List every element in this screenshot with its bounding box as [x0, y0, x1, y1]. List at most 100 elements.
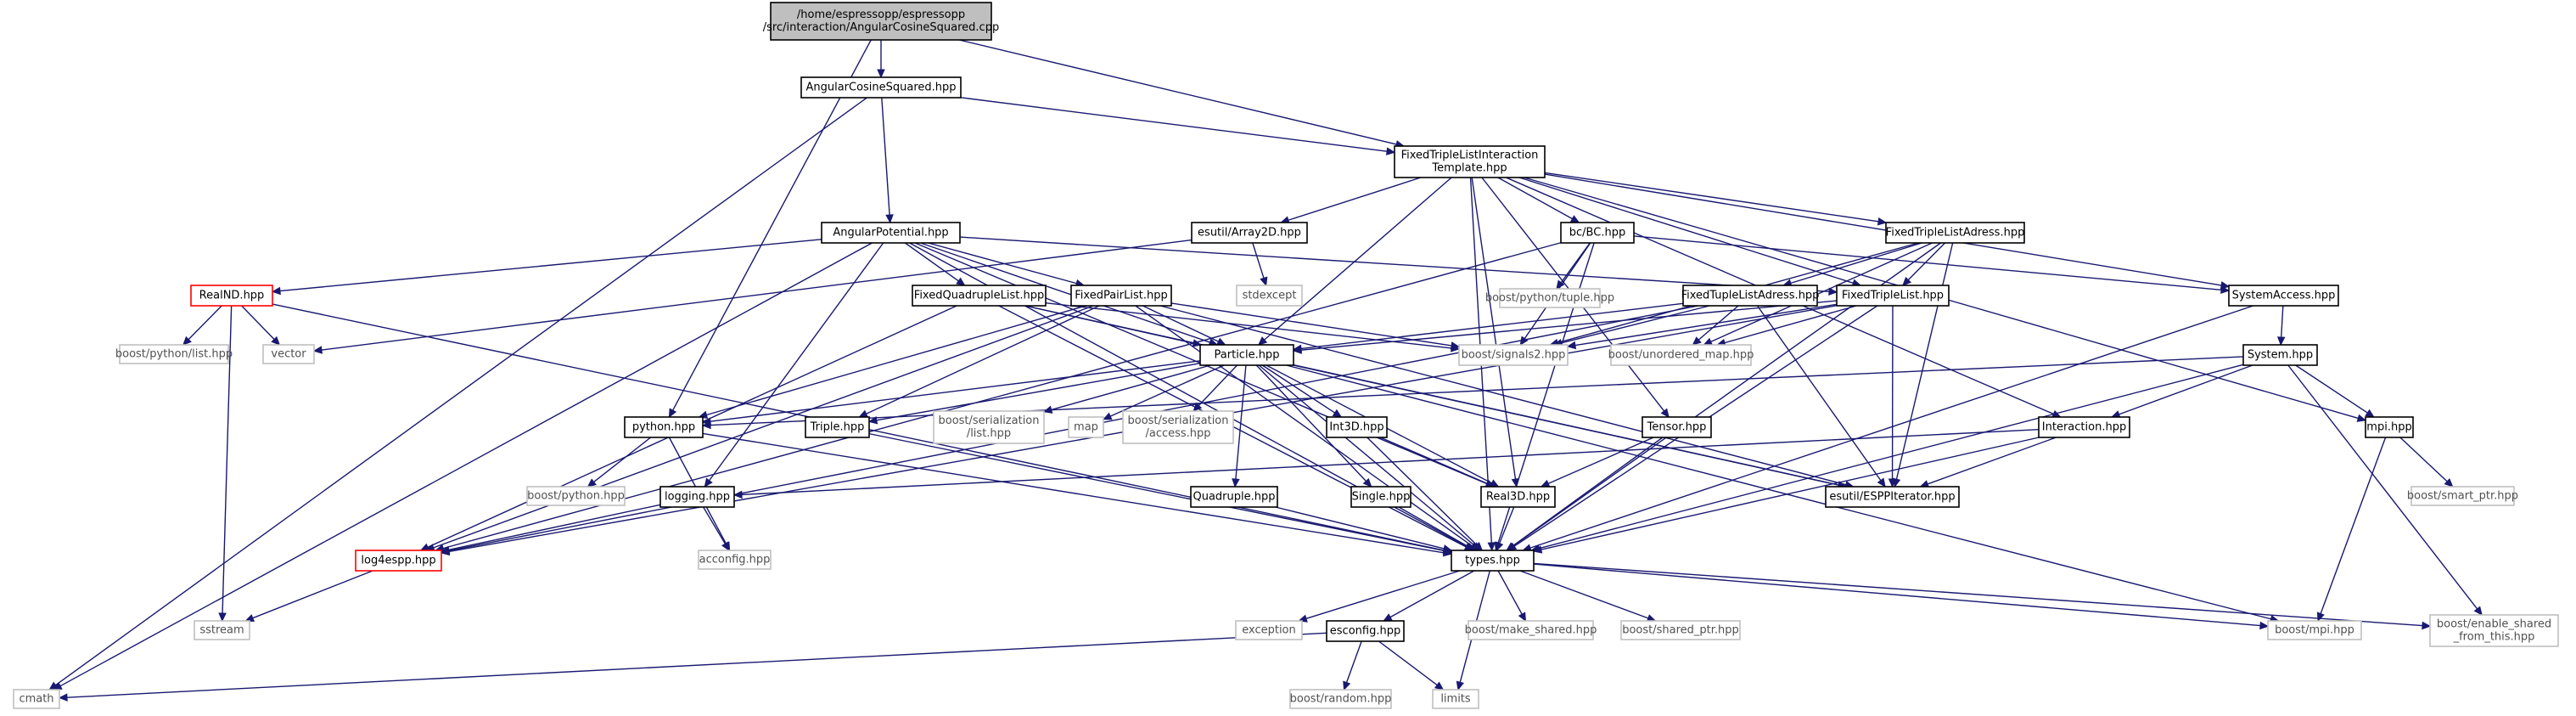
node-fql[interactable]: FixedQuadrupleList.hpp [912, 285, 1047, 307]
edge-arrowhead-tensor-to-types [1506, 542, 1516, 551]
edge-ftlit-to-real3d [1471, 177, 1517, 480]
node-box-exception [1235, 620, 1303, 640]
node-root[interactable]: /home/espressopp/espressopp/src/interact… [763, 2, 999, 41]
edge-types-to-exception [1305, 570, 1461, 619]
node-label-map: map [1074, 421, 1098, 434]
edge-arrowhead-particle-to-int3d [1332, 409, 1343, 418]
edge-interaction-to-types [1541, 437, 2040, 550]
node-log4espp[interactable]: log4espp.hpp [355, 550, 442, 572]
node-label-bmakeshared: boost/make_shared.hpp [1465, 624, 1597, 637]
node-label-benable-line-1: boost/enable_shared [2437, 618, 2551, 631]
edge-single-to-types [1398, 506, 1468, 548]
node-box-real3d [1480, 486, 1556, 508]
node-box-single [1350, 486, 1411, 508]
node-types[interactable]: types.hpp [1451, 550, 1535, 572]
node-box-array2d [1191, 222, 1308, 244]
edge-log4espp-to-sstream [252, 570, 373, 619]
node-triple[interactable]: Triple.hpp [805, 416, 870, 438]
edge-ftupla-to-particle [1300, 302, 1684, 350]
node-box-umap [1610, 344, 1752, 366]
node-real3d[interactable]: Real3D.hpp [1480, 486, 1556, 508]
node-label-bpython: boost/python.hpp [527, 490, 625, 503]
node-label-ftla: FixedTripleListAdress.hpp [1886, 227, 2025, 240]
node-box-esconfig [1326, 620, 1405, 642]
node-label-realnd: RealND.hpp [199, 290, 265, 302]
node-array2d[interactable]: esutil/Array2D.hpp [1191, 222, 1308, 244]
edge-mpi-to-bsmart [2399, 437, 2448, 482]
node-logging[interactable]: logging.hpp [659, 486, 735, 508]
edge-sysacc-to-system [2281, 305, 2284, 338]
edge-arrowhead-realnd-to-sstream [218, 612, 227, 623]
node-label-exception: exception [1242, 624, 1296, 637]
node-box-bpytuple [1499, 288, 1601, 308]
edge-esconfig-to-limits [1378, 640, 1438, 686]
edge-arrowhead-ftla-to-ftl [1902, 276, 1911, 286]
node-box-bsmart [2410, 486, 2515, 506]
node-realnd[interactable]: RealND.hpp [190, 285, 273, 307]
node-interaction[interactable]: Interaction.hpp [2038, 416, 2130, 438]
node-box-limits [1432, 689, 1479, 709]
node-bmakeshared: boost/make_shared.hpp [1465, 620, 1597, 640]
edge-arrowhead-particle-to-single [1362, 477, 1372, 488]
edge-array2d-to-vector [321, 239, 1193, 351]
node-label-tensor: Tensor.hpp [1647, 421, 1707, 434]
node-sysacc[interactable]: SystemAccess.hpp [2228, 285, 2339, 307]
node-tensor[interactable]: Tensor.hpp [1642, 416, 1712, 438]
edge-ftlit-to-ftla [1544, 172, 1879, 223]
edge-ftl-to-particle [1300, 300, 1838, 351]
node-label-system: System.hpp [2248, 349, 2313, 362]
node-acs[interactable]: AngularCosineSquared.hpp [800, 76, 962, 99]
node-label-bseraccess-line-2: /access.hpp [1145, 427, 1210, 440]
node-label-sstream: sstream [199, 624, 244, 637]
node-python[interactable]: python.hpp [624, 416, 704, 438]
node-ftla[interactable]: FixedTripleListAdress.hpp [1885, 222, 2025, 244]
node-box-python [624, 416, 704, 438]
node-label-bsmart: boost/smart_ptr.hpp [2407, 490, 2518, 503]
edge-particle-to-espp [1293, 364, 1839, 486]
edge-arrowhead-fpl-to-signals2 [1450, 341, 1461, 350]
edge-ftla-to-espp [1895, 242, 1954, 480]
node-label-espp: esutil/ESPPIterator.hpp [1829, 491, 1955, 504]
node-exception: exception [1235, 620, 1303, 640]
edge-particle-to-bmpi [1286, 364, 2271, 620]
node-mpi[interactable]: mpi.hpp [2365, 416, 2414, 438]
node-ftl[interactable]: FixedTripleList.hpp [1836, 285, 1950, 307]
edge-arrowhead-ap-to-fql [956, 277, 966, 286]
edge-ftla-to-umap [1710, 242, 1933, 342]
edge-arrowhead-esconfig-to-limits [1434, 681, 1445, 691]
node-ftupla[interactable]: FixedTupleListAdress.hpp [1681, 285, 1820, 307]
node-quadruple[interactable]: Quadruple.hpp [1190, 486, 1278, 508]
node-box-bmpi [2267, 620, 2362, 640]
node-label-array2d: esutil/Array2D.hpp [1198, 227, 1301, 240]
node-acconfig: acconfig.hpp [698, 550, 772, 570]
edge-ap-to-fql [904, 242, 959, 282]
node-box-types [1451, 550, 1535, 572]
edge-interaction-to-espp [1927, 437, 2057, 485]
edge-esconfig-to-brandom [1345, 640, 1362, 683]
node-label-root-line-1: /home/espressopp/espressopp [797, 8, 965, 21]
edge-fpl-to-types [1135, 305, 1473, 547]
node-ap[interactable]: AngularPotential.hpp [821, 222, 961, 244]
edge-system-to-types [1539, 364, 2244, 550]
node-fpl[interactable]: FixedPairList.hpp [1070, 285, 1172, 307]
node-espp[interactable]: esutil/ESPPIterator.hpp [1825, 486, 1960, 508]
node-particle[interactable]: Particle.hpp [1199, 344, 1294, 366]
edge-arrowhead-logging-to-acconfig [721, 541, 730, 552]
edge-types-to-benable [1533, 562, 2423, 627]
node-label-umap: boost/unordered_map.hpp [1608, 349, 1754, 362]
node-label-particle: Particle.hpp [1215, 349, 1280, 362]
node-bc[interactable]: bc/BC.hpp [1560, 222, 1635, 244]
edge-ftlit-to-particle [1264, 177, 1452, 341]
node-int3d[interactable]: Int3D.hpp [1326, 416, 1388, 438]
edge-mpi-to-bmpi [2320, 437, 2387, 614]
edge-arrowhead-acs-to-ftlit [1385, 147, 1396, 155]
node-esconfig[interactable]: esconfig.hpp [1326, 620, 1405, 642]
node-system[interactable]: System.hpp [2242, 344, 2318, 366]
node-label-single: Single.hpp [1352, 491, 1411, 504]
node-vector: vector [262, 344, 315, 364]
edge-arrowhead-mpi-to-bsmart [2444, 478, 2454, 488]
node-box-tensor [1642, 416, 1712, 438]
edge-fpl-to-triple [866, 305, 1100, 414]
node-single[interactable]: Single.hpp [1350, 486, 1411, 508]
